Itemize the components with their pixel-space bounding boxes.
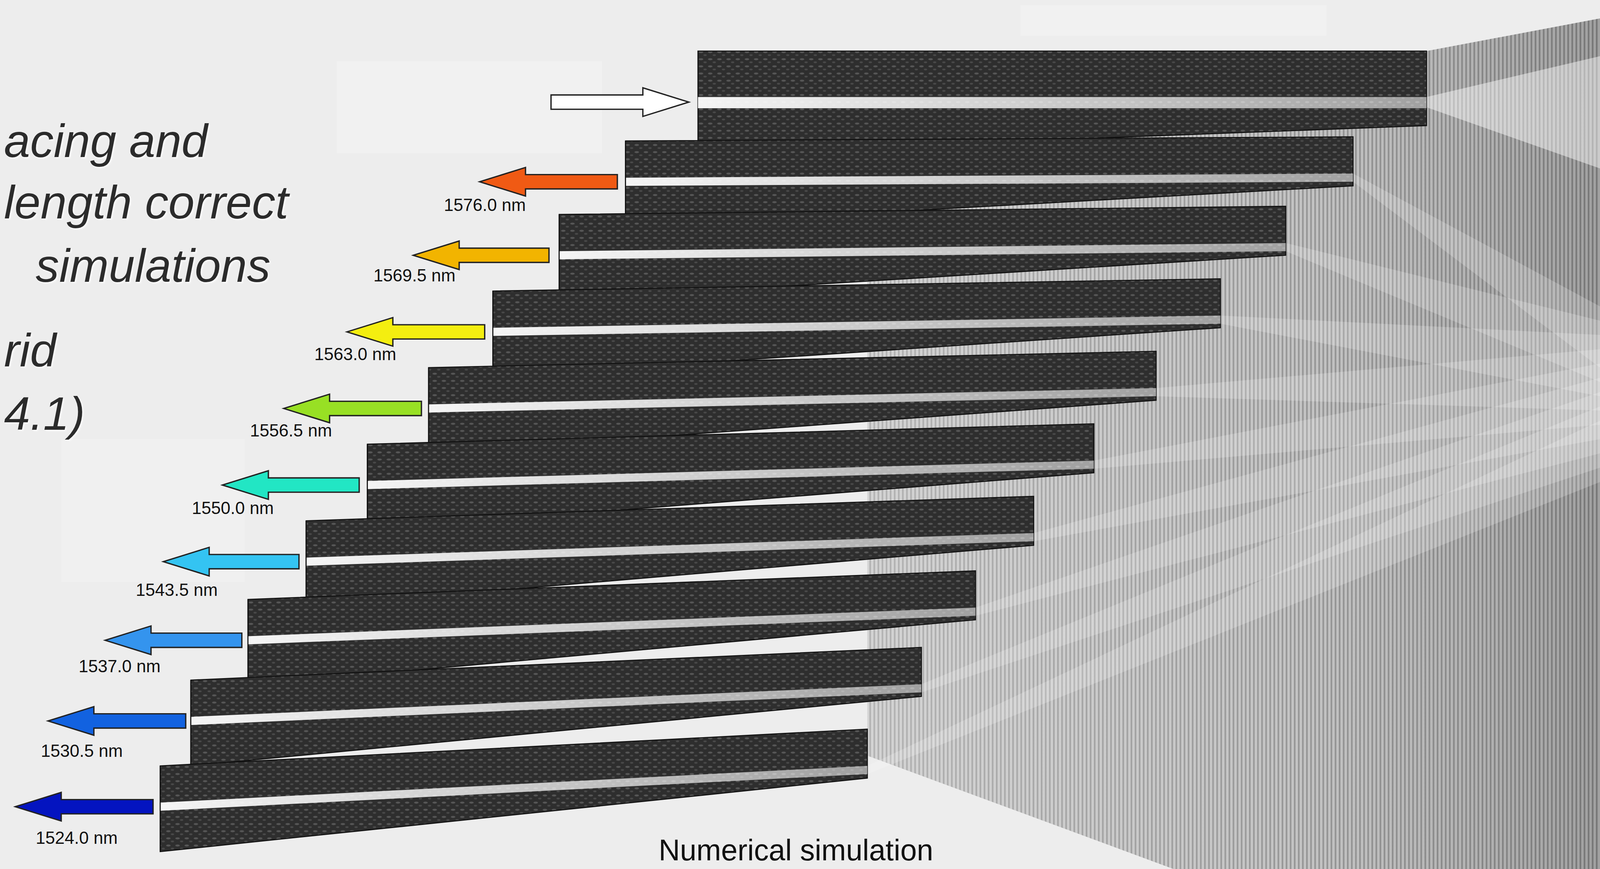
- wavelength-label: 1569.5 nm: [373, 266, 456, 285]
- wavelength-label: 1550.0 nm: [192, 498, 274, 518]
- output-waveguide: [160, 729, 868, 852]
- wavelength-arrow: [222, 470, 359, 500]
- wavelength-label: 1530.5 nm: [40, 741, 123, 761]
- wavelength-arrow: [347, 317, 485, 347]
- wavelength-label: 1576.0 nm: [443, 195, 526, 215]
- wavelength-arrow: [105, 625, 242, 655]
- wavelength-arrow: [15, 792, 154, 821]
- waveguide-edge: [305, 520, 307, 607]
- wavelength-arrow: [550, 87, 689, 117]
- slide-text: 4.1): [3, 387, 85, 440]
- guided-mode: [492, 315, 1221, 337]
- guided-mode: [306, 532, 1034, 566]
- wavelength-label: 1556.5 nm: [249, 421, 332, 440]
- guided-mode: [247, 607, 976, 645]
- waveguide-edge: [366, 444, 368, 531]
- guided-mode: [190, 683, 922, 725]
- waveguide-edge: [428, 367, 430, 454]
- waveguide-edge: [190, 679, 192, 766]
- wavelength-arrow: [283, 394, 422, 424]
- wavelength-label: 1563.0 nm: [314, 344, 397, 364]
- wavelength-arrow: [48, 706, 186, 736]
- waveguide-edge: [247, 599, 249, 686]
- wavelength-arrow: [163, 547, 300, 577]
- waveguide-edge: [159, 765, 161, 852]
- guided-mode: [698, 96, 1427, 109]
- wavelength-label: 1543.5 nm: [135, 580, 218, 600]
- wavelength-label: 1524.0 nm: [35, 828, 118, 848]
- light-beam: [1426, 56, 1600, 169]
- waveguide-edge: [558, 214, 560, 301]
- guided-mode: [559, 243, 1286, 260]
- guided-mode: [625, 173, 1354, 186]
- caption: Numerical simulation: [658, 833, 934, 867]
- wavelength-arrow: [479, 167, 618, 197]
- guided-mode: [160, 765, 868, 811]
- wavelength-label: 1537.0 nm: [78, 656, 161, 676]
- guided-mode: [367, 460, 1094, 490]
- slide-text: length correct: [3, 176, 289, 228]
- guided-mode: [428, 387, 1157, 413]
- slide-text: acing and: [3, 114, 208, 167]
- wavelength-arrow: [413, 240, 549, 270]
- slide-text: simulations: [35, 239, 271, 292]
- slide-text: rid: [3, 324, 57, 376]
- waveguide-edge: [492, 290, 494, 377]
